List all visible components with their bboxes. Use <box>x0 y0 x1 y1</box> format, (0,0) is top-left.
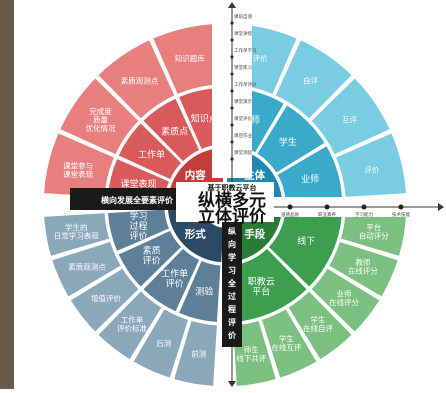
means-outer-segment <box>286 289 354 362</box>
horizontal-strip-dot <box>287 204 293 210</box>
form-outer-label: 学生的日常学习表现 <box>54 222 99 241</box>
means-inner-segment <box>266 207 344 289</box>
means-outer-label: 学生在线互评 <box>271 334 301 353</box>
content-inner-label: 知识点 <box>191 112 218 124</box>
content-outer-segment <box>96 38 177 121</box>
means-outer-label: 业师在线评分 <box>329 289 359 308</box>
form-inner-label: 测验 <box>195 286 213 298</box>
vertical-strip-item: 工作单学习 <box>234 47 257 54</box>
form-outer-segment <box>96 289 164 362</box>
horizontal-strip-item: 道德品质 <box>281 211 299 218</box>
form-hub-label: 形式 <box>185 228 206 241</box>
form-outer-label: 工作单评价标准 <box>117 315 147 334</box>
horizontal-element-strip: 道德品质 职业素养 学习能力 技术技能 <box>268 197 444 218</box>
means-outer-label: 教师在线评分 <box>348 257 378 276</box>
means-inner-label: 线下 <box>297 235 315 247</box>
means-outer-label: 师生线下共评 <box>236 344 266 363</box>
vertical-strip-dot <box>230 106 234 110</box>
subject-outer-label: 自评 <box>303 76 318 86</box>
content-outer-label: 课堂参与课堂表现 <box>63 160 93 179</box>
form-inner-segment <box>141 246 202 314</box>
form-inner-segment <box>116 228 184 289</box>
form-inner-label: 素质评价 <box>143 244 161 266</box>
background-photo <box>0 0 14 389</box>
vertical-strip-item: 课堂评价 <box>234 115 252 122</box>
means-inner-label: 职教云平台 <box>248 275 275 297</box>
vertical-strip-item: 课前自测 <box>234 13 252 20</box>
form-outer-segment <box>172 319 219 388</box>
subject-outer-segment <box>309 76 392 157</box>
horizontal-axis-band: 横向发展全要素评价 <box>70 188 205 210</box>
means-outer-segment <box>260 307 319 380</box>
subject-outer-segment <box>273 38 354 121</box>
horizontal-strip-dot <box>398 204 404 210</box>
form-outer-label: 增值评价 <box>91 293 121 303</box>
vertical-strip-item: 工作单评价 <box>234 81 257 88</box>
subject-outer-label: 评价 <box>253 54 268 63</box>
vertical-axis-band: 纵向学习全过程评价 <box>222 222 242 387</box>
content-inner-label: 课堂表现 <box>120 178 156 190</box>
subject-inner-segment <box>255 103 327 175</box>
vertical-strip-item: 课后作业 <box>234 132 252 139</box>
vertical-strip-item: 课堂练习 <box>234 64 252 71</box>
vertical-strip-dot <box>230 38 234 42</box>
content-inner-label: 素质点 <box>161 126 188 138</box>
vertical-strip-dot <box>230 140 234 144</box>
subject-outer-label: 互评 <box>342 115 357 124</box>
subject-outer-segment <box>334 131 408 199</box>
subject-inner-label: 学生 <box>279 136 297 148</box>
content-hub-label: 内容 <box>185 168 206 181</box>
vertical-strip-dot <box>230 89 234 93</box>
platform-label: 基于职教云平台 <box>207 183 257 192</box>
vertical-strip-item: 课堂讲授 <box>234 30 252 37</box>
form-inner-segment <box>177 259 223 324</box>
content-outer-label: 完成度质量优化情况 <box>86 106 116 133</box>
form-outer-label: 后测 <box>156 338 171 348</box>
title-line-1: 纵横多元 <box>198 190 266 211</box>
form-outer-label: 素质观测点 <box>68 261 106 271</box>
content-outer-label: 素质观测点 <box>121 76 159 86</box>
vertical-strip-dot <box>230 72 234 76</box>
vertical-strip-dot <box>230 21 234 25</box>
subject-inner-label: 业师 <box>301 173 319 185</box>
content-outer-label: 知识题库 <box>175 53 205 63</box>
vertical-strip-item: 课堂演示 <box>234 98 252 105</box>
horizontal-strip-dot <box>361 204 367 210</box>
form-outer-segment <box>50 240 123 299</box>
form-outer-segment <box>131 307 190 380</box>
horizontal-strip-item: 学习能力 <box>355 211 373 218</box>
vertical-strip-dot <box>230 157 234 161</box>
form-inner-label: 工作单评价 <box>161 267 188 289</box>
title-line-2: 立体评价 <box>198 206 267 227</box>
center-title: 基于职教云平台 纵横多元 立体评价 <box>176 182 274 227</box>
content-inner-label: 工作单 <box>138 149 165 161</box>
means-outer-segment <box>309 266 382 334</box>
means-hub-label: 手段 <box>244 228 265 241</box>
means-outer-label: 学生在线自评 <box>303 315 333 334</box>
vertical-axis-label: 纵向学习全过程评价 <box>227 226 237 340</box>
horizontal-axis-label: 横向发展全要素评价 <box>101 195 174 205</box>
content-inner-segment <box>116 121 184 182</box>
horizontal-strip-item: 技术技能 <box>392 211 410 218</box>
form-inner-segment <box>106 207 171 253</box>
form-outer-segment <box>68 266 141 334</box>
horizontal-strip-dot <box>324 204 330 210</box>
subject-outer-label: 评价 <box>364 166 379 175</box>
content-inner-segment <box>141 96 202 164</box>
ring-group: 内容课堂表现工作单素质点知识点课堂参与课堂表现完成度质量优化情况素质观测点知识题… <box>42 22 408 388</box>
form-outer-segment <box>42 211 111 258</box>
content-outer-segment <box>58 76 141 157</box>
vertical-strip-item: 课堂测验 <box>234 149 252 156</box>
horizontal-strip-item: 职业素养 <box>318 211 336 218</box>
form-inner-label: 学习过程评价 <box>129 210 147 242</box>
vertical-strip-dot <box>230 55 234 59</box>
means-outer-segment <box>327 240 400 299</box>
means-outer-label: 平台自动评分 <box>359 222 389 241</box>
form-outer-label: 前测 <box>191 349 206 359</box>
vertical-strip-dot <box>230 123 234 127</box>
